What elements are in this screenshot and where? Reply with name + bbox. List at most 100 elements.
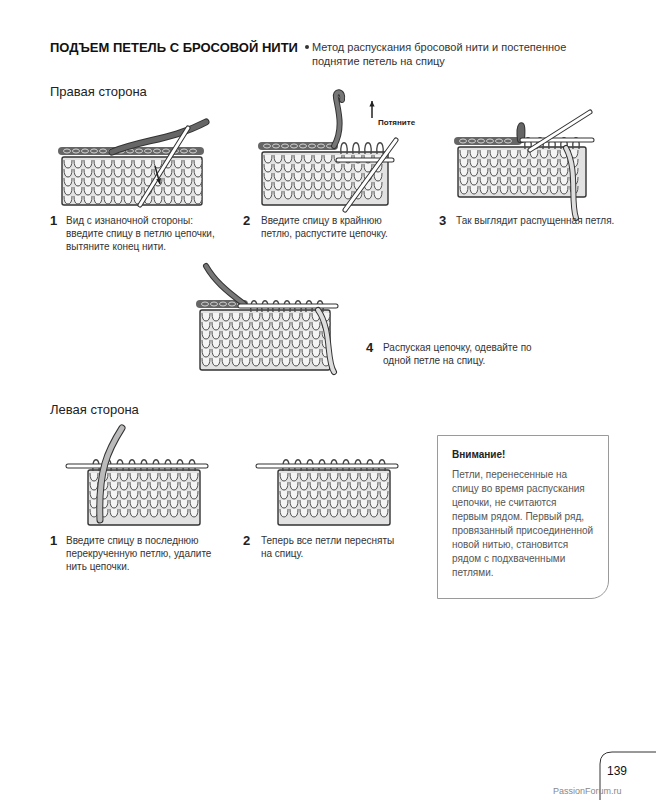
stitch <box>460 177 468 185</box>
stitch <box>144 169 152 177</box>
stitch <box>460 150 468 158</box>
motion-arrow <box>369 101 374 118</box>
stitch <box>350 482 358 490</box>
stitch <box>114 178 122 186</box>
stitch <box>150 482 158 490</box>
needle-body <box>530 112 590 150</box>
stitch <box>530 159 538 167</box>
chain-link <box>163 149 170 153</box>
stitch <box>330 482 338 490</box>
stitch <box>274 155 282 163</box>
stitch <box>262 340 270 348</box>
stitch <box>500 159 508 167</box>
stitch <box>292 313 300 321</box>
stitch <box>330 500 338 508</box>
stitch <box>470 159 478 167</box>
stitch <box>282 322 290 330</box>
stitch <box>284 191 292 199</box>
stitch <box>312 358 320 366</box>
stitch <box>304 164 312 172</box>
stitch <box>252 313 260 321</box>
stitch <box>520 150 528 158</box>
stitch <box>242 340 250 348</box>
stitch <box>304 155 312 163</box>
stitch <box>302 331 310 339</box>
stitch <box>490 177 498 185</box>
stitch <box>560 168 568 176</box>
stitch <box>350 473 358 481</box>
stitch <box>344 182 352 190</box>
stitch <box>274 191 282 199</box>
stitch <box>374 173 382 181</box>
stitch <box>290 491 298 499</box>
stitch <box>74 187 82 195</box>
stitch <box>560 186 568 194</box>
working-yarn <box>100 428 122 520</box>
yarn-outline <box>112 122 206 152</box>
stitch <box>144 160 152 168</box>
loop <box>353 143 360 154</box>
stitch <box>252 340 260 348</box>
stitch <box>124 187 132 195</box>
needle-outline <box>345 140 396 210</box>
chain-link <box>478 139 485 143</box>
stitch <box>490 150 498 158</box>
stitch <box>290 500 298 508</box>
stitch <box>520 186 528 194</box>
stitch <box>140 491 148 499</box>
stitch <box>184 169 192 177</box>
stitch <box>360 473 368 481</box>
chain-link <box>220 302 227 306</box>
stitch <box>300 500 308 508</box>
stitch <box>164 196 172 204</box>
stitch <box>324 164 332 172</box>
stitch <box>222 322 230 330</box>
stitch <box>302 322 310 330</box>
stitch <box>110 473 118 481</box>
knitting-needle <box>522 140 592 141</box>
stitch <box>460 186 468 194</box>
needle-outline <box>140 128 188 205</box>
chain-link <box>264 144 271 148</box>
stitch <box>360 500 368 508</box>
stitch <box>302 313 310 321</box>
stitch <box>312 331 320 339</box>
working-yarn <box>334 92 342 146</box>
chain-link <box>496 139 503 143</box>
stitch <box>140 509 148 517</box>
stitch <box>222 313 230 321</box>
stitch <box>194 160 202 168</box>
yarn-outline <box>334 92 342 146</box>
stitch <box>232 313 240 321</box>
stitch <box>370 473 378 481</box>
stitch <box>324 182 332 190</box>
stitch <box>334 191 342 199</box>
stitch <box>90 482 98 490</box>
knit-swatch <box>278 470 390 525</box>
stitch <box>64 169 72 177</box>
stitch <box>264 182 272 190</box>
section-heading: Левая сторона <box>50 402 250 419</box>
stitch <box>550 186 558 194</box>
stitch <box>170 473 178 481</box>
stitch <box>294 164 302 172</box>
stitch <box>300 509 308 517</box>
stitch <box>74 178 82 186</box>
stitch <box>84 196 92 204</box>
stitch <box>252 331 260 339</box>
arrow-head <box>369 101 374 106</box>
stitch <box>510 177 518 185</box>
stitch <box>284 155 292 163</box>
stitch <box>180 491 188 499</box>
stitch <box>232 331 240 339</box>
stitch <box>130 491 138 499</box>
stitch <box>134 169 142 177</box>
waste-chain <box>62 149 200 153</box>
stitch <box>500 168 508 176</box>
chain-link <box>273 144 280 148</box>
bullet <box>305 45 309 49</box>
stitch <box>302 349 310 357</box>
stitch <box>314 182 322 190</box>
stitch <box>324 191 332 199</box>
stitch <box>124 178 132 186</box>
